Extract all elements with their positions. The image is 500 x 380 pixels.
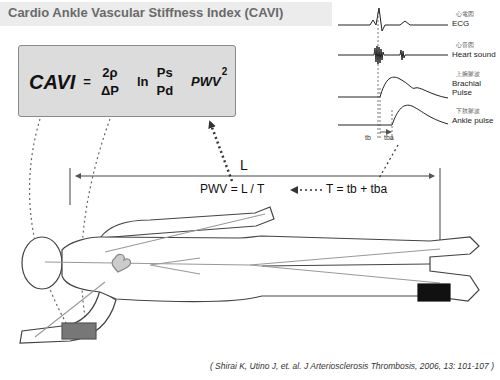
formula-term: Ps <box>157 66 173 80</box>
formula-term: 2 <box>222 66 228 77</box>
length-dimension <box>70 168 440 240</box>
interval-label: tb <box>365 134 371 142</box>
formula-term: ΔP <box>101 84 119 98</box>
dimension-label: L <box>240 158 248 173</box>
signal-name: 心音図 <box>456 42 474 49</box>
title-band <box>0 2 332 26</box>
formula-box: CAVI = 2ρΔP ln PsPd PWV2 <box>18 45 236 117</box>
formula-term: CAVI <box>29 71 75 93</box>
human-body <box>20 207 479 343</box>
formula-term: Pd <box>156 84 173 98</box>
formula-term: PWV <box>191 75 221 89</box>
formula-label: T = tb + tba <box>326 183 387 196</box>
waveform-inset <box>338 8 448 140</box>
interval-label: tba <box>384 134 394 142</box>
signal-name: Brachial Pulse <box>452 80 496 98</box>
signal-name: ECG <box>452 20 469 29</box>
signal-name: 下肢脈波 <box>456 108 480 115</box>
signal-name: 上腕脈波 <box>456 71 480 78</box>
citation: ( Shirai K, Utino J, et. al. J Arteriosc… <box>210 362 494 371</box>
signal-name: Heart sound <box>452 51 496 60</box>
signal-name: Ankle pulse <box>452 117 493 126</box>
diagram-title: Cardio Ankle Vascular Stiffness Index (C… <box>8 6 283 20</box>
formula-term: ln <box>137 75 149 89</box>
formula-term: 2ρ <box>102 66 117 80</box>
formula-term: = <box>83 75 91 89</box>
formula-label: PWV = L / T <box>200 183 264 196</box>
signal-name: 心電図 <box>456 11 474 18</box>
